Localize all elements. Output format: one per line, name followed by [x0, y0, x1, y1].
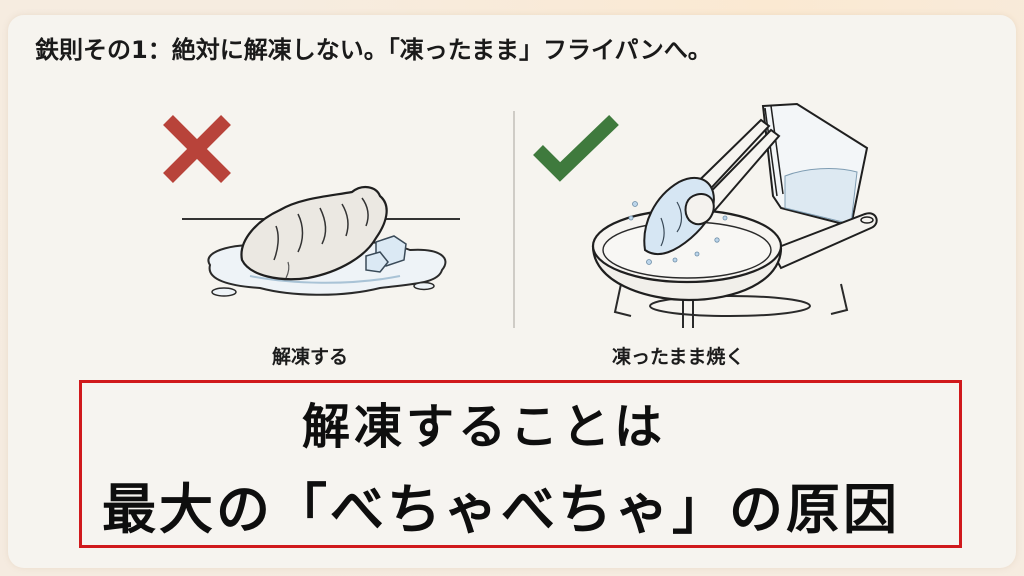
- cross-mark-icon: [158, 110, 236, 188]
- divider: [513, 111, 515, 328]
- callout-line-1: 解凍することは: [302, 399, 667, 455]
- callout-box: 解凍することは 最大の「べちゃべちゃ」の原因: [79, 380, 962, 548]
- callout-line-2: 最大の「べちゃべちゃ」の原因: [102, 477, 900, 541]
- caption-thaw: 解凍する: [272, 346, 349, 368]
- thawed-dumpling-illustration: [180, 180, 470, 310]
- frozen-dumpling-pan-illustration: [585, 100, 880, 332]
- headline: 鉄則その1：絶対に解凍しない。「凍ったまま」フライパンへ。: [35, 36, 712, 64]
- caption-cook-frozen: 凍ったまま焼く: [612, 346, 745, 368]
- check-mark-icon: [530, 112, 622, 186]
